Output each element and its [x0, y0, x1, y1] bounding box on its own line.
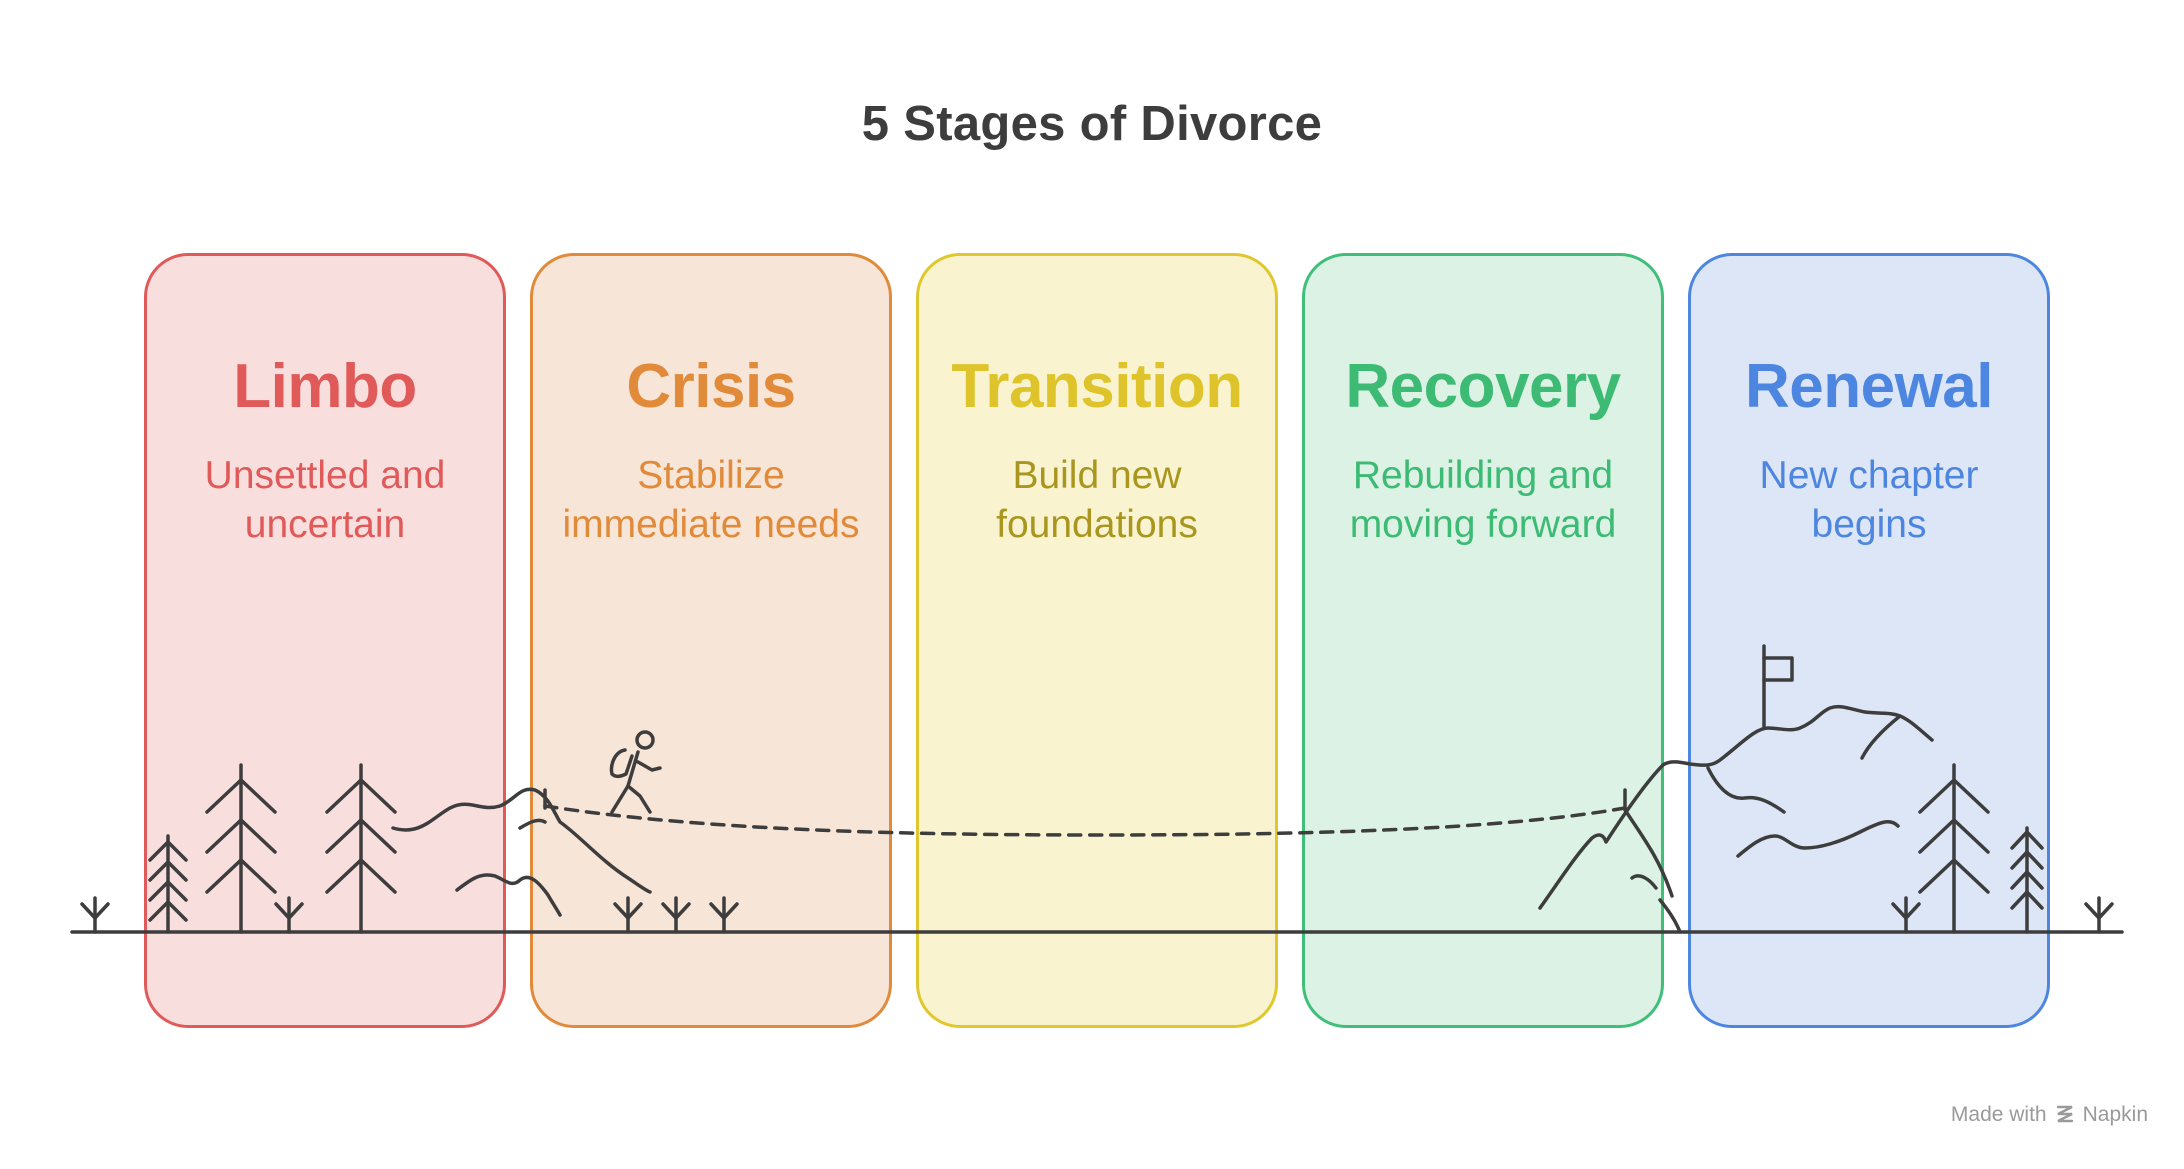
stage-description: New chapter begins — [1759, 454, 1979, 546]
pine-tree-icon — [148, 834, 188, 934]
pine-tree-icon — [2010, 826, 2044, 934]
watermark-prefix: Made with — [1950, 1103, 2047, 1126]
summit-flag-icon — [1762, 644, 1794, 730]
mountain-icon — [391, 787, 652, 917]
hiker-icon — [609, 730, 662, 814]
diagram-title: 5 Stages of Divorce — [861, 97, 1323, 151]
stage-name: Crisis — [626, 352, 796, 421]
stage-description: Unsettled and uncertain — [204, 454, 446, 546]
sprout-icon — [1891, 896, 1921, 934]
pine-tree-icon — [205, 763, 277, 934]
stage-card-recovery: Recovery Rebuilding and moving forward — [1302, 253, 1664, 1028]
stage-card-transition: Transition Build new foundations — [916, 253, 1278, 1028]
pine-tree-icon — [325, 763, 397, 934]
sprout-icon — [2084, 896, 2114, 934]
stage-description: Rebuilding and moving forward — [1349, 454, 1617, 546]
stage-name: Recovery — [1345, 352, 1621, 421]
stage-description: Build new foundations — [996, 454, 1198, 546]
sprout-icon — [661, 896, 691, 934]
napkin-logo-icon — [2056, 1105, 2073, 1123]
sprout-icon — [709, 896, 739, 934]
sprout-icon — [80, 896, 110, 934]
watermark-brand: Napkin — [2082, 1103, 2148, 1126]
sprout-icon — [613, 896, 643, 934]
stage-card-renewal: Renewal New chapter begins — [1688, 253, 2050, 1028]
stage-description: Stabilize immediate needs — [562, 454, 860, 546]
stage-name: Renewal — [1744, 352, 1994, 421]
pine-tree-icon — [1918, 763, 1990, 934]
stage-name: Limbo — [233, 352, 417, 421]
watermark[interactable]: Made with Napkin — [1951, 1103, 2148, 1127]
sprout-icon — [274, 896, 304, 934]
dashed-path — [543, 804, 1627, 837]
stage-card-crisis: Crisis Stabilize immediate needs — [530, 253, 892, 1028]
mountain-icon — [1538, 704, 1934, 934]
stage-card-limbo: Limbo Unsettled and uncertain — [144, 253, 506, 1028]
stage-name: Transition — [951, 352, 1243, 421]
